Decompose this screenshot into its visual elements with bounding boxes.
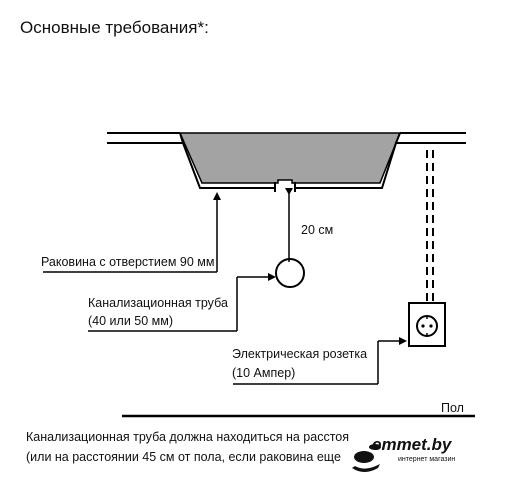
drain-pipe-circle xyxy=(275,258,305,288)
power-cable xyxy=(426,150,434,304)
page-title: Основные требования*: xyxy=(20,18,209,37)
logo-mark xyxy=(352,444,381,472)
electrical-socket xyxy=(408,302,446,347)
pipe-label: Канализационная труба xyxy=(88,296,228,310)
logo-name: emmet.by xyxy=(372,435,452,454)
sink-pointer xyxy=(43,198,218,273)
logo-subtitle: интернет магазин xyxy=(398,456,456,463)
sink-arrowhead xyxy=(213,192,221,200)
pipe-size-label: (40 или 50 мм) xyxy=(88,314,173,328)
socket-label: Электрическая розетка xyxy=(232,347,368,361)
socket-pointer xyxy=(233,340,399,385)
floor-label: Пол xyxy=(441,401,464,415)
socket-amp-label: (10 Ампер) xyxy=(232,366,296,380)
distance-label: 20 см xyxy=(301,223,334,237)
distance-arrowhead xyxy=(285,188,293,195)
pipe-pointer xyxy=(88,276,268,332)
note-line-1: Канализационная труба должна находиться … xyxy=(26,430,350,444)
sink-rim xyxy=(179,132,401,192)
note-line-2: (или на расстоянии 45 см от пола, если р… xyxy=(26,450,341,464)
pipe-arrowhead xyxy=(268,273,276,281)
socket-arrowhead xyxy=(399,337,407,345)
countertop xyxy=(107,132,466,144)
sink-label: Раковина с отверстием 90 мм xyxy=(41,255,215,269)
sink-bowl xyxy=(178,132,402,184)
